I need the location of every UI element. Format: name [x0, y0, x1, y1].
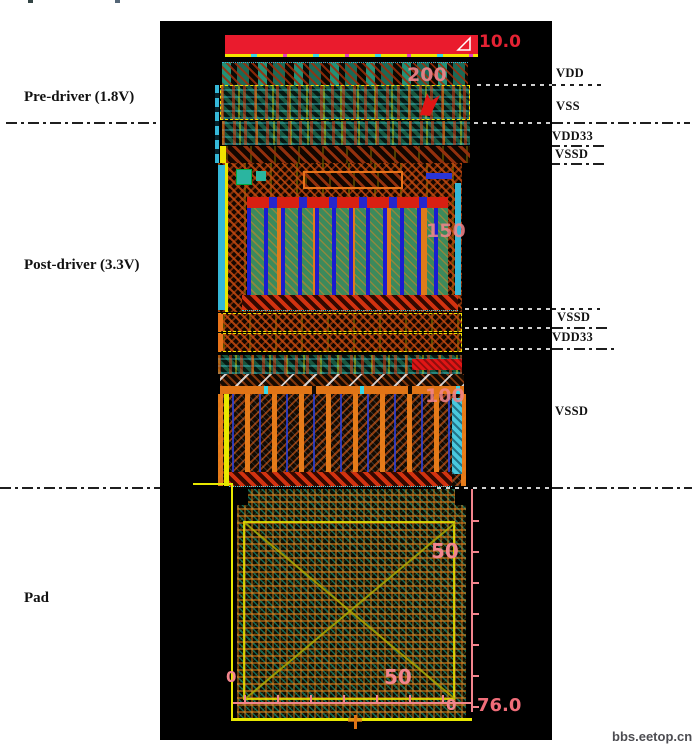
top-red-bar — [225, 35, 478, 54]
separator-line — [549, 145, 604, 147]
pad-vruler-tick — [471, 520, 479, 522]
ruler-value-top-height: 10.0 — [479, 32, 521, 52]
separator-line-light — [477, 84, 552, 86]
ruler-value-pad-hruler-0: 0 — [226, 668, 237, 686]
separator-line — [552, 487, 692, 489]
separator-line — [0, 487, 160, 489]
pad-hruler-tick — [442, 695, 444, 702]
separator-line — [552, 84, 604, 86]
pad-hruler-tick — [343, 695, 345, 702]
pad-region — [237, 489, 466, 720]
rail-label-vssd-low: VSSD — [555, 404, 589, 418]
separator-line-light — [465, 348, 552, 350]
vdd33-rail-row — [218, 333, 462, 352]
ruler-value-predriver-width: 200 — [407, 64, 447, 86]
predriver-row-1 — [222, 62, 468, 85]
red-marker-icon — [420, 93, 440, 116]
separator-line — [549, 163, 606, 165]
pad-hruler-tick — [376, 695, 378, 702]
orange-outline-box — [303, 171, 403, 189]
pad-vruler-tick — [471, 644, 479, 646]
layout-canvas: 10.0 200 150 — [160, 21, 552, 740]
rail-label-vss: VSS — [556, 99, 580, 113]
predriver-left-rail — [215, 85, 219, 163]
block-right-cyan-bar — [452, 398, 462, 474]
ruler-value-pad-vruler-50: 50 — [431, 539, 459, 563]
vssd-rail-row — [218, 313, 462, 332]
rail-label-vdd33-mid: VDD33 — [552, 330, 594, 344]
vssd-block — [218, 394, 466, 487]
pad-vruler-line — [471, 489, 473, 712]
region-label-pre-driver: Pre-driver (1.8V) — [24, 89, 135, 105]
predriver-row-4 — [220, 146, 470, 163]
red-highlight-block — [412, 359, 462, 370]
pad-hruler-tick — [277, 695, 279, 702]
region-label-post-driver: Post-driver (3.3V) — [24, 257, 140, 273]
ruler-value-vssd-block-width: 100 — [425, 385, 465, 407]
separator-line-light — [437, 487, 552, 489]
orange-center-tick — [354, 715, 357, 729]
ruler-value-pad-vruler-0: 0 — [446, 696, 457, 714]
block-top-bar — [247, 197, 448, 208]
blue-cell — [426, 173, 452, 179]
busy-row — [218, 355, 462, 374]
orange-center-smudge — [348, 718, 362, 722]
pad-inner-border — [243, 521, 455, 700]
pad-vruler-tick — [471, 551, 479, 553]
top-bar-underline — [225, 54, 478, 57]
watermark: bbs.eetop.cn — [612, 729, 692, 744]
teal-cell — [256, 171, 266, 181]
ruler-value-pad-width: 76.0 — [477, 695, 522, 716]
pad-vruler-tick — [471, 706, 479, 708]
yellow-guide-hline — [193, 483, 233, 485]
pad-vruler-tick — [471, 582, 479, 584]
separator-line — [6, 122, 160, 124]
ruler-arrow-icon — [456, 36, 471, 51]
block-right-cyan-bar — [455, 183, 461, 295]
rail-label-vdd33: VDD33 — [552, 129, 594, 143]
separator-line-light — [465, 308, 552, 310]
rail-label-vdd: VDD — [556, 66, 584, 80]
ruler-value-postdriver-width: 150 — [426, 220, 466, 242]
separator-line — [552, 348, 616, 350]
postdriver-block — [218, 163, 462, 312]
ruler-value-pad-hruler-50: 50 — [384, 665, 412, 689]
green-striped-area — [247, 208, 448, 295]
separator-line-light — [474, 122, 552, 124]
rail-label-vssd-mid: VSSD — [557, 310, 591, 324]
block-left-yellow-line — [225, 163, 228, 312]
pad-vruler-tick — [471, 613, 479, 615]
rail-label-vssd: VSSD — [555, 147, 589, 161]
predriver-row-2 — [220, 85, 470, 120]
pad-hruler-tick — [244, 695, 246, 702]
pad-vruler-tick — [471, 675, 479, 677]
block-bottom-strip — [229, 472, 452, 487]
predriver-row-3 — [222, 121, 470, 145]
block-left-yellow-bar — [224, 394, 229, 486]
separator-line — [552, 308, 600, 310]
cropped-text-speck — [28, 0, 33, 3]
orange-bar-row — [220, 386, 464, 394]
pad-x-marker — [244, 522, 456, 700]
white-hatch-row — [220, 374, 464, 386]
separator-line — [552, 122, 690, 124]
separator-line-light — [465, 327, 552, 329]
pad-hruler-line — [233, 702, 472, 704]
block-bottom-strip — [242, 295, 458, 311]
block-left-cyan-bar — [218, 165, 225, 310]
cropped-text-speck — [115, 0, 120, 3]
pad-hruler-tick — [409, 695, 411, 702]
region-label-pad: Pad — [24, 590, 50, 606]
separator-line — [552, 327, 607, 329]
pad-hruler-tick — [310, 695, 312, 702]
yellow-guide-vline — [231, 484, 233, 721]
teal-cell — [236, 169, 252, 185]
